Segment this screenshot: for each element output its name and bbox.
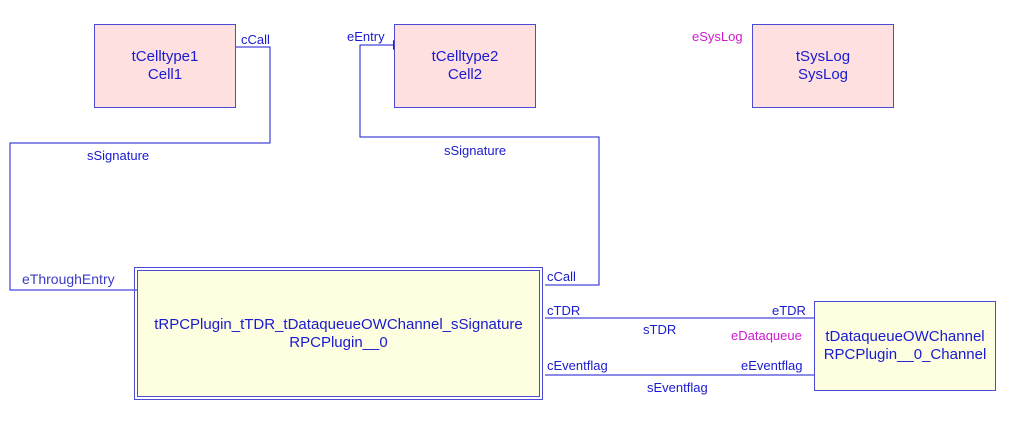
syslog-name: SysLog [797, 66, 849, 83]
signature-right-link: sSignature [444, 143, 507, 158]
port-rpc-eventflag: cEventflag [547, 358, 608, 373]
cell1-name: Cell1 [147, 66, 183, 83]
signature-eventflag-link: sEventflag [647, 380, 708, 395]
cell2-box[interactable]: tCelltype2 Cell2 [394, 24, 536, 108]
cell2-name: Cell2 [447, 66, 483, 83]
cell1-box[interactable]: tCelltype1 Cell1 [94, 24, 236, 108]
channel-box[interactable]: tDataqueueOWChannel RPCPlugin__0_Channel [814, 301, 996, 391]
syslog-type: tSysLog [795, 48, 851, 65]
channel-name: RPCPlugin__0_Channel [823, 346, 987, 363]
rpc-plugin-box[interactable]: tRPCPlugin_tTDR_tDataqueueOWChannel_sSig… [134, 267, 543, 400]
rpc-name: RPCPlugin__0 [289, 333, 388, 351]
port-cell1-call: cCall [241, 32, 270, 47]
port-cell2-entry: eEntry [347, 29, 385, 44]
port-chan-eventflag: eEventflag [741, 358, 803, 373]
link-rpc-to-cell2 [359, 44, 600, 286]
port-rpc-call: cCall [547, 269, 576, 284]
signature-tdr-link: sTDR [643, 322, 677, 337]
port-chan-tdr: eTDR [772, 303, 806, 318]
syslog-box[interactable]: tSysLog SysLog [752, 24, 894, 108]
port-rpc-through-entry: eThroughEntry [22, 271, 115, 287]
port-syslog-entry: eSysLog [692, 29, 743, 44]
port-chan-dataqueue: eDataqueue [731, 328, 802, 343]
port-rpc-tdr: cTDR [547, 303, 581, 318]
rpc-type: tRPCPlugin_tTDR_tDataqueueOWChannel_sSig… [154, 315, 523, 333]
link-cell1-to-rpc [9, 46, 271, 291]
cell1-type: tCelltype1 [131, 48, 199, 65]
signature-left-link: sSignature [87, 148, 150, 163]
channel-type: tDataqueueOWChannel [825, 328, 985, 345]
cell2-type: tCelltype2 [431, 48, 499, 65]
